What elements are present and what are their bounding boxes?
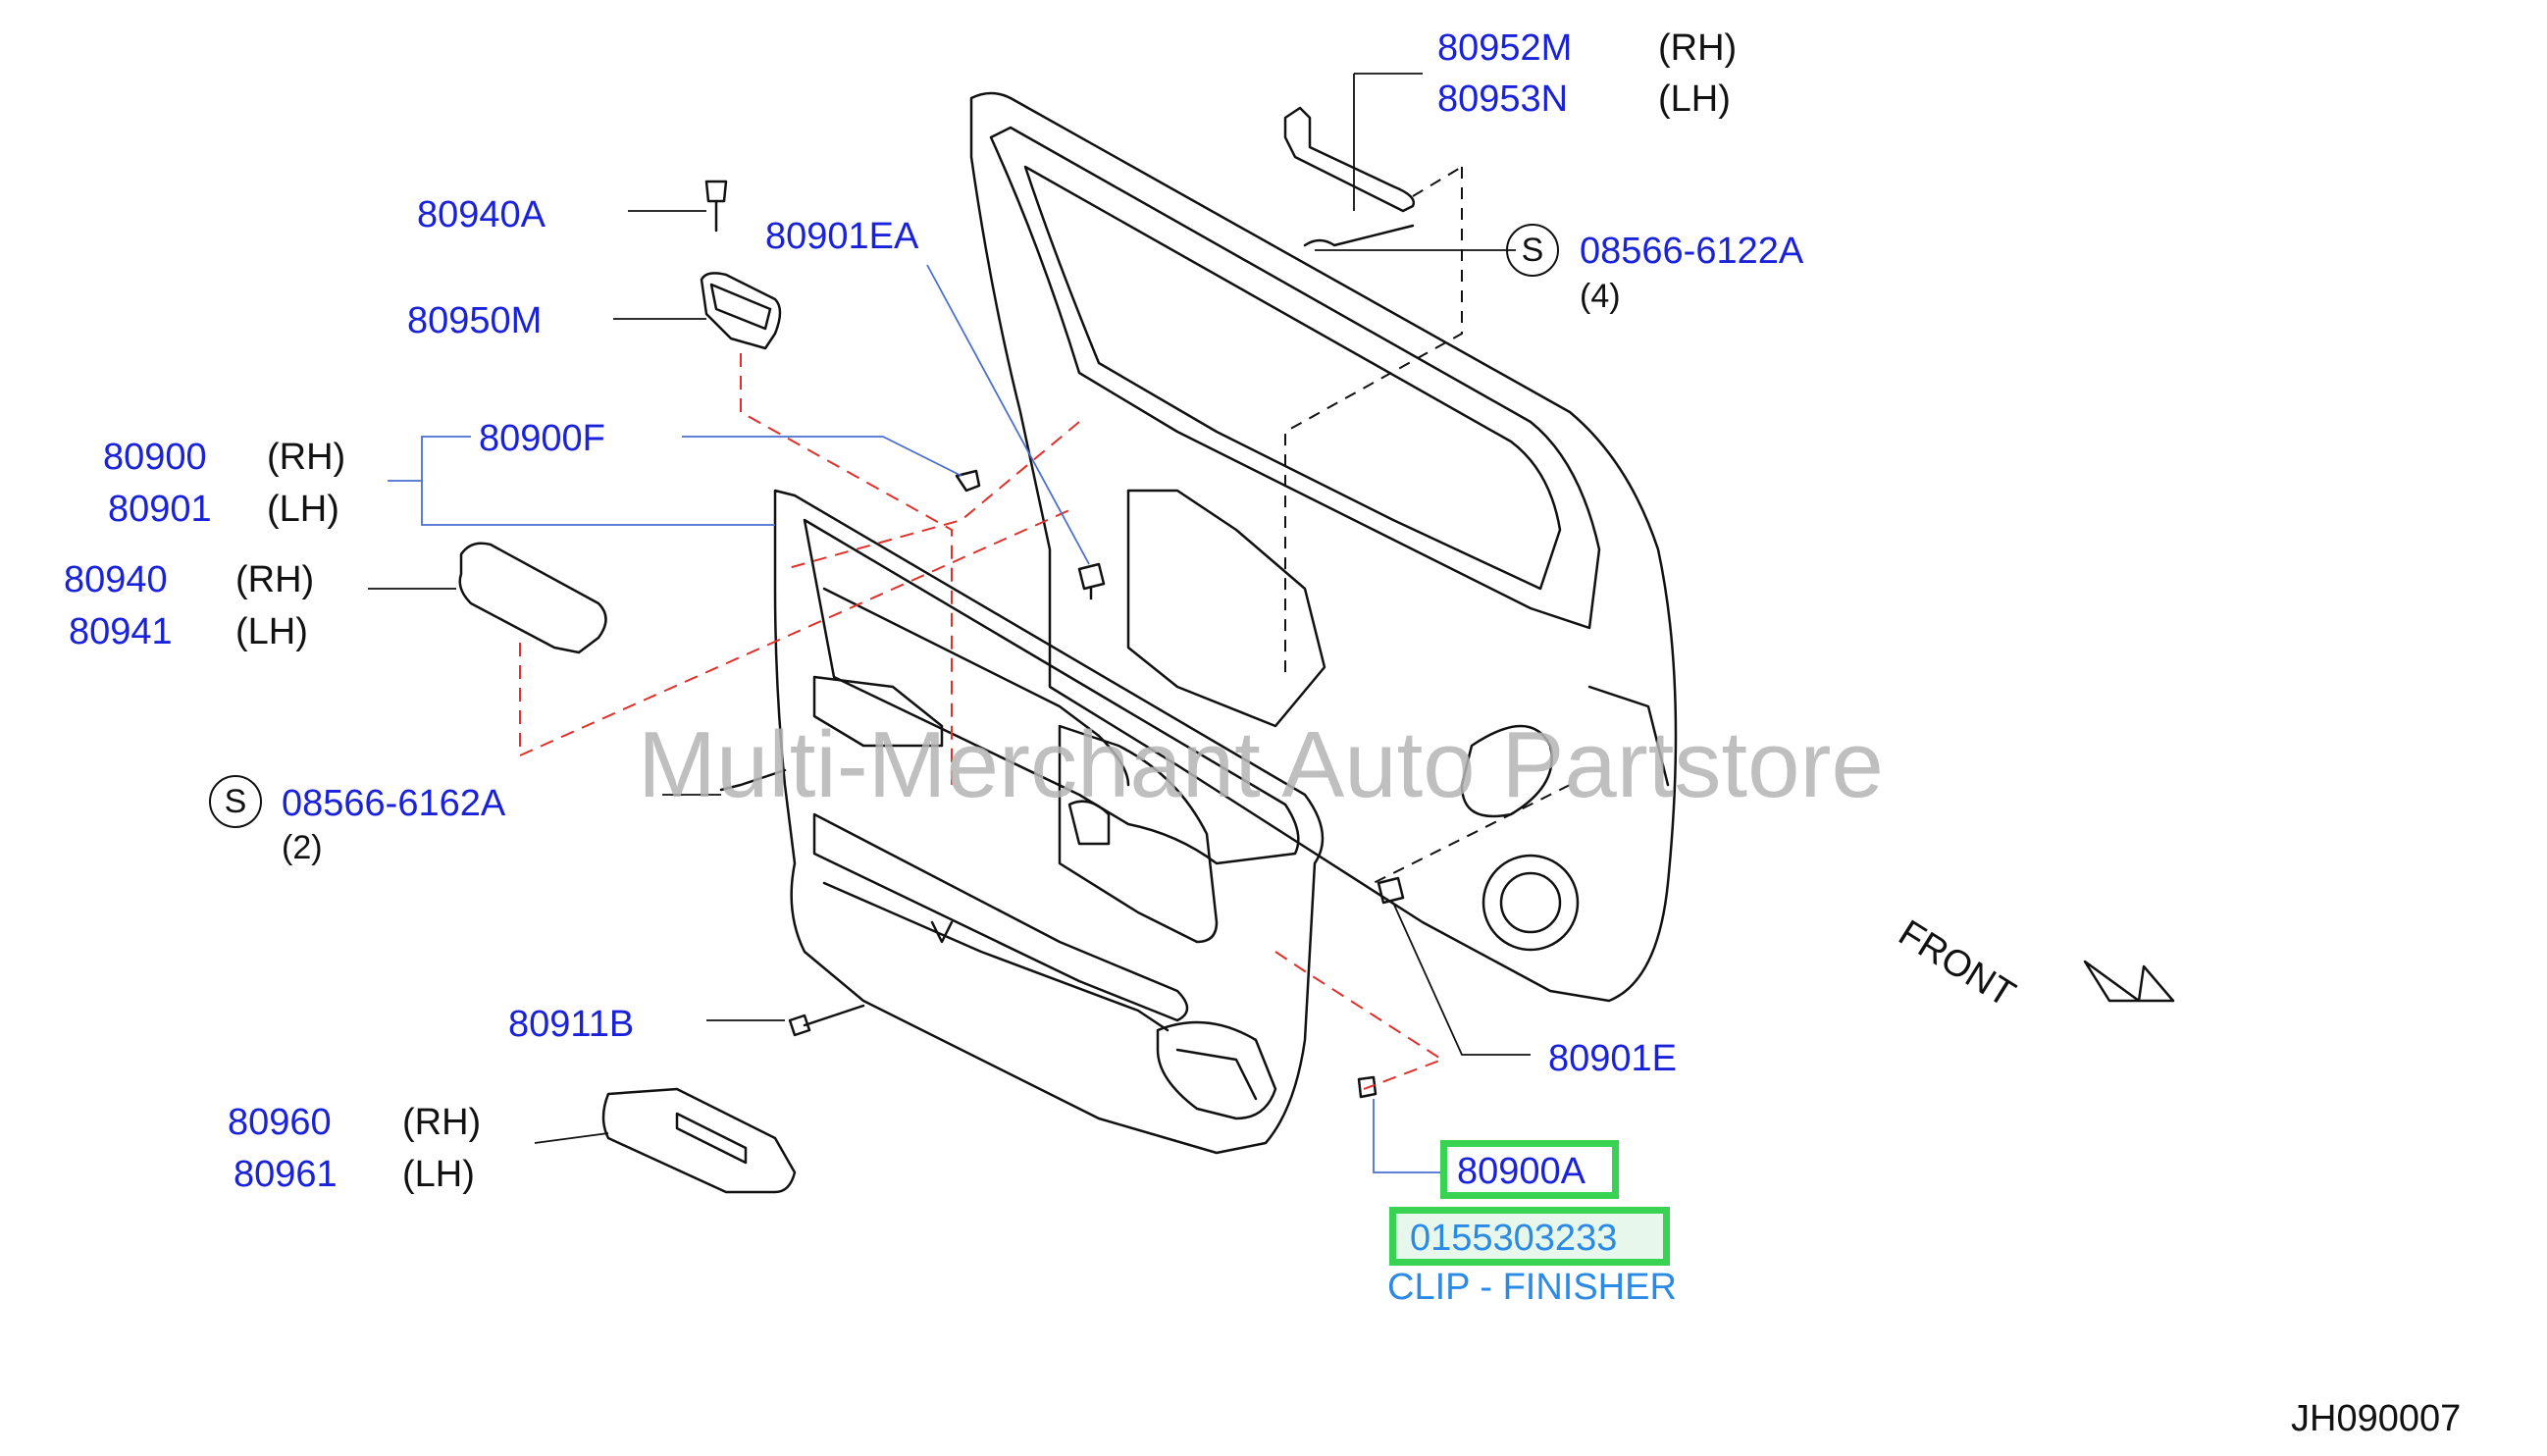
oem-number[interactable]: 0155303233 bbox=[1410, 1218, 1618, 1259]
side-lh: (LH) bbox=[402, 1154, 475, 1195]
part-number-80940A[interactable]: 80940A bbox=[417, 194, 546, 235]
quantity: (4) bbox=[1580, 278, 1621, 315]
part-number-80953N[interactable]: 80953N bbox=[1437, 78, 1569, 120]
bracket bbox=[1283, 106, 1416, 213]
side-rh: (RH) bbox=[235, 559, 315, 600]
part-number-08566-6162A[interactable]: 08566-6162A bbox=[282, 783, 506, 824]
diagram-code: JH090007 bbox=[2291, 1398, 2462, 1439]
part-number-80901[interactable]: 80901 bbox=[108, 489, 212, 530]
part-number-80960[interactable]: 80960 bbox=[228, 1102, 332, 1143]
part-description: CLIP - FINISHER bbox=[1387, 1267, 1677, 1308]
part-number-80950M[interactable]: 80950M bbox=[407, 300, 543, 341]
part-number-80952M[interactable]: 80952M bbox=[1437, 27, 1573, 69]
side-lh: (LH) bbox=[1658, 78, 1731, 120]
pull-cup bbox=[700, 272, 782, 350]
part-number-80940[interactable]: 80940 bbox=[64, 559, 168, 600]
part-number-80901E[interactable]: 80901E bbox=[1548, 1038, 1678, 1079]
part-number-80911B[interactable]: 80911B bbox=[508, 1004, 635, 1045]
part-number-80900F[interactable]: 80900F bbox=[479, 418, 605, 459]
door-frame bbox=[969, 91, 1678, 1003]
highlight-box bbox=[1440, 1140, 1619, 1199]
part-number-80900A[interactable]: 80900A bbox=[1457, 1151, 1586, 1192]
door-trim-panel bbox=[773, 489, 1325, 1155]
window-switch bbox=[601, 1087, 797, 1194]
part-number-80901EA[interactable]: 80901EA bbox=[765, 216, 919, 257]
quantity: (2) bbox=[282, 829, 323, 866]
screw-symbol: S bbox=[209, 775, 262, 828]
side-lh: (LH) bbox=[267, 489, 339, 530]
highlight-box bbox=[1389, 1207, 1670, 1266]
side-lh: (LH) bbox=[235, 611, 308, 652]
part-number-80941[interactable]: 80941 bbox=[69, 611, 173, 652]
part-number-80900[interactable]: 80900 bbox=[103, 437, 207, 478]
watermark: Multi-Merchant Auto Partstore bbox=[638, 712, 1884, 817]
front-arrow bbox=[2083, 960, 2175, 1003]
side-rh: (RH) bbox=[1658, 27, 1738, 69]
armrest bbox=[458, 542, 607, 654]
screw-symbol: S bbox=[1506, 224, 1559, 277]
side-rh: (RH) bbox=[267, 437, 346, 478]
side-rh: (RH) bbox=[402, 1102, 482, 1143]
part-number-08566-6122A[interactable]: 08566-6122A bbox=[1580, 231, 1804, 272]
part-number-80961[interactable]: 80961 bbox=[234, 1154, 338, 1195]
